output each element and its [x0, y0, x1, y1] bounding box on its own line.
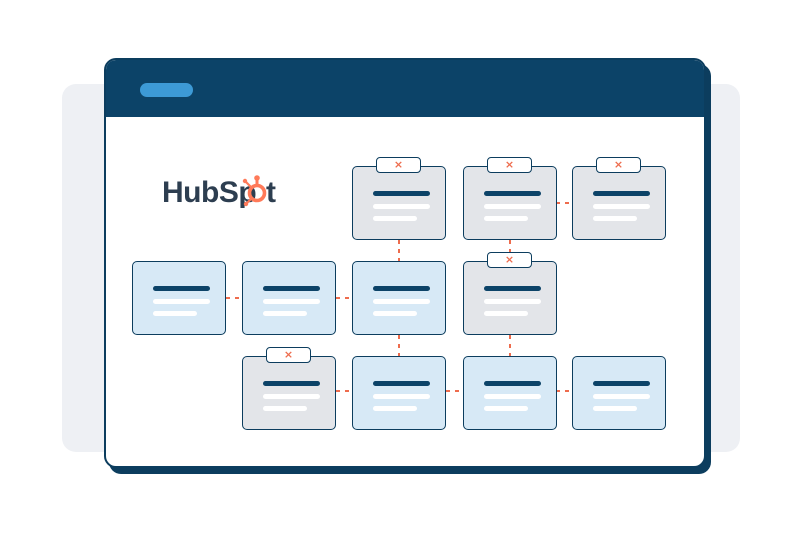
card-text-line	[593, 216, 637, 221]
card-text-line	[484, 299, 541, 304]
remove-tag[interactable]: ×	[596, 157, 641, 173]
card-title-line	[593, 191, 650, 196]
workflow-card-active	[352, 261, 446, 335]
title-placeholder-pill	[140, 83, 193, 97]
svg-text:t: t	[266, 176, 276, 209]
card-title-line	[373, 191, 430, 196]
close-icon: ×	[613, 158, 624, 171]
workflow-card-removed: ×	[352, 157, 446, 240]
card-title-line	[484, 286, 541, 291]
card-title-line	[373, 286, 430, 291]
workflow-card-removed: ×	[242, 347, 336, 430]
card-title-line	[484, 191, 541, 196]
remove-tag[interactable]: ×	[376, 157, 421, 173]
workflow-card-removed: ×	[572, 157, 666, 240]
workflow-card-active	[242, 261, 336, 335]
card-text-line	[153, 299, 210, 304]
card-text-line	[373, 204, 430, 209]
workflow-card-removed: ×	[463, 157, 557, 240]
card-text-line	[373, 299, 430, 304]
card-title-line	[263, 381, 320, 386]
close-icon: ×	[283, 348, 294, 361]
card-text-line	[373, 216, 417, 221]
close-icon: ×	[504, 158, 515, 171]
workflow-card-active	[132, 261, 226, 335]
card-text-line	[263, 299, 320, 304]
svg-text:HubSp: HubSp	[162, 176, 256, 209]
workflow-card-removed: ×	[463, 252, 557, 335]
card-title-line	[153, 286, 210, 291]
card-text-line	[484, 216, 528, 221]
card-text-line	[263, 394, 320, 399]
remove-tag[interactable]: ×	[487, 157, 532, 173]
card-text-line	[593, 406, 637, 411]
card-text-line	[373, 311, 417, 316]
card-text-line	[484, 311, 528, 316]
card-text-line	[373, 394, 430, 399]
workflow-card-active	[352, 356, 446, 430]
card-title-line	[373, 381, 430, 386]
card-text-line	[484, 394, 541, 399]
workflow-card-active	[572, 356, 666, 430]
card-text-line	[153, 311, 197, 316]
card-text-line	[593, 394, 650, 399]
card-text-line	[593, 204, 650, 209]
card-title-line	[484, 381, 541, 386]
card-text-line	[484, 204, 541, 209]
workflow-card-active	[463, 356, 557, 430]
card-title-line	[593, 381, 650, 386]
card-text-line	[263, 406, 307, 411]
hubspot-logo-mark: HubSp t	[162, 175, 277, 209]
close-icon: ×	[504, 253, 515, 266]
remove-tag[interactable]: ×	[266, 347, 311, 363]
card-text-line	[373, 406, 417, 411]
card-text-line	[263, 311, 307, 316]
window-titlebar	[106, 60, 704, 117]
card-text-line	[484, 406, 528, 411]
remove-tag[interactable]: ×	[487, 252, 532, 268]
close-icon: ×	[393, 158, 404, 171]
card-title-line	[263, 286, 320, 291]
